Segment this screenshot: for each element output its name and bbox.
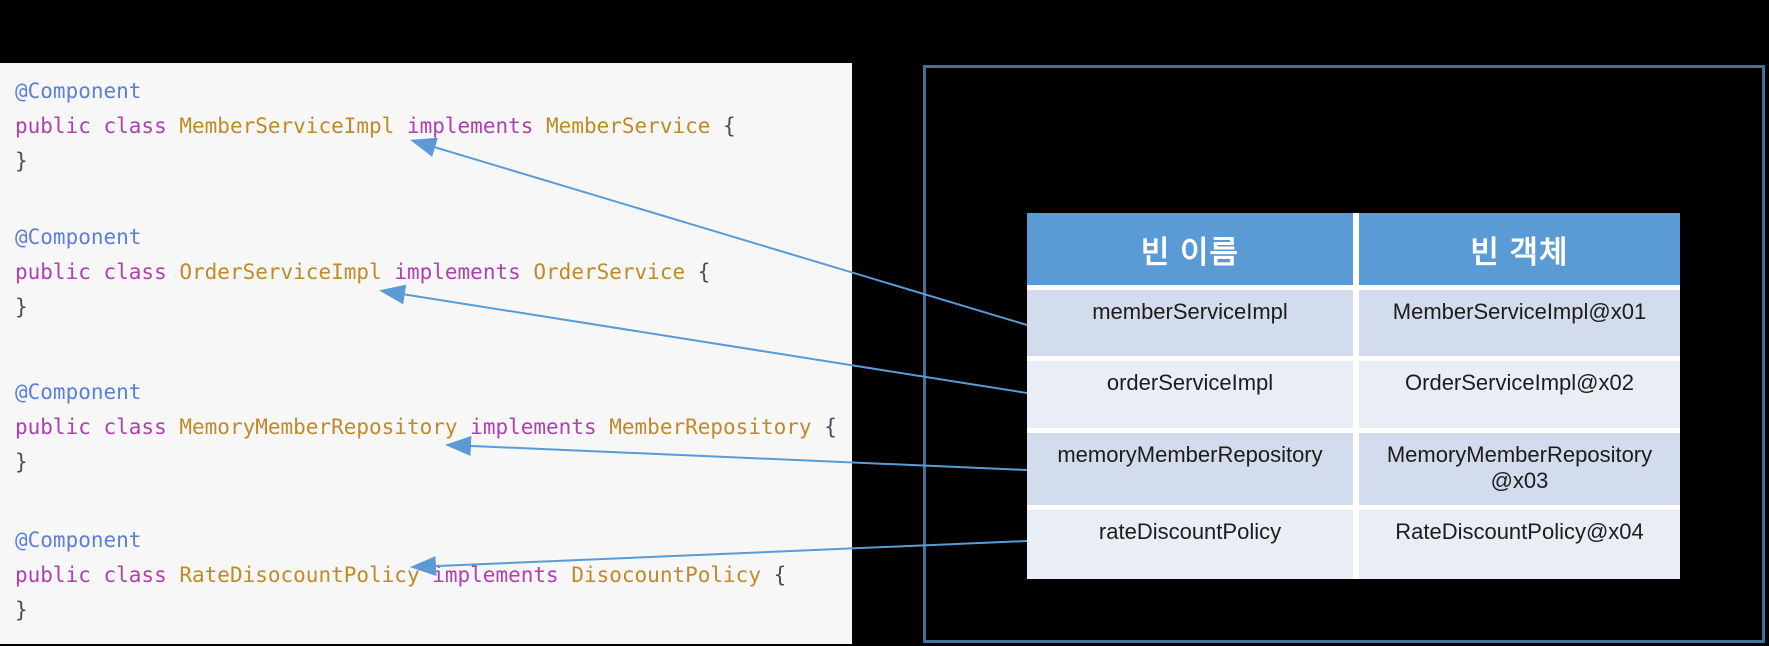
class-name: MemberServiceImpl (179, 114, 395, 138)
class-name: OrderServiceImpl (179, 260, 382, 284)
close-brace: } (15, 450, 28, 474)
keyword-public-class: public class (15, 415, 180, 439)
table-cell-bean-name: orderServiceImpl (1027, 361, 1353, 428)
open-brace: { (811, 415, 837, 439)
component-annotation: @Component (15, 380, 142, 404)
keyword-public-class: public class (15, 563, 180, 587)
close-brace: } (15, 598, 28, 622)
keyword-implements: implements (381, 260, 534, 284)
table-cell-bean-name: rateDiscountPolicy (1027, 510, 1353, 579)
code-block-rate-discount-policy: @Component public class RateDisocountPol… (0, 523, 852, 628)
table-header-bean-object: 빈 객체 (1359, 213, 1680, 285)
interface-name: MemberService (546, 114, 711, 138)
table-cell-bean-object: OrderServiceImpl@x02 (1359, 361, 1680, 428)
closing-brace-line: } (0, 445, 852, 480)
code-panel: @Component public class MemberServiceImp… (0, 63, 852, 644)
class-declaration-line: public class OrderServiceImpl implements… (0, 255, 852, 290)
closing-brace-line: } (0, 290, 852, 325)
interface-name: MemberRepository (609, 415, 812, 439)
code-block-memory-member-repository: @Component public class MemoryMemberRepo… (0, 375, 852, 480)
keyword-implements: implements (457, 415, 610, 439)
component-annotation: @Component (15, 79, 142, 103)
class-declaration-line: public class MemberServiceImpl implement… (0, 109, 852, 144)
table-cell-bean-name: memoryMemberRepository (1027, 433, 1353, 505)
class-name: MemoryMemberRepository (179, 415, 458, 439)
keyword-public-class: public class (15, 114, 180, 138)
keyword-public-class: public class (15, 260, 180, 284)
table-cell-bean-object: RateDiscountPolicy@x04 (1359, 510, 1680, 579)
component-annotation: @Component (15, 528, 142, 552)
close-brace: } (15, 149, 28, 173)
closing-brace-line: } (0, 593, 852, 628)
class-declaration-line: public class MemoryMemberRepository impl… (0, 410, 852, 445)
close-brace: } (15, 295, 28, 319)
class-name: RateDisocountPolicy (179, 563, 420, 587)
class-declaration-line: public class RateDisocountPolicy impleme… (0, 558, 852, 593)
annotation-line: @Component (0, 523, 852, 558)
table-cell-bean-object: MemoryMemberRepository @x03 (1359, 433, 1680, 505)
component-annotation: @Component (15, 225, 142, 249)
table-header-bean-name: 빈 이름 (1027, 213, 1353, 285)
closing-brace-line: } (0, 144, 852, 179)
table-cell-bean-name: memberServiceImpl (1027, 290, 1353, 356)
keyword-implements: implements (419, 563, 572, 587)
open-brace: { (710, 114, 736, 138)
annotation-line: @Component (0, 220, 852, 255)
table-cell-bean-object: MemberServiceImpl@x01 (1359, 290, 1680, 356)
interface-name: DisocountPolicy (571, 563, 761, 587)
code-block-order-service: @Component public class OrderServiceImpl… (0, 220, 852, 325)
open-brace: { (760, 563, 787, 587)
annotation-line: @Component (0, 375, 852, 410)
keyword-implements: implements (394, 114, 547, 138)
interface-name: OrderService (533, 260, 686, 284)
bean-table: 빈 이름 빈 객체 memberServiceImpl MemberServic… (1027, 213, 1680, 579)
code-block-member-service: @Component public class MemberServiceImp… (0, 74, 852, 179)
annotation-line: @Component (0, 74, 852, 109)
open-brace: { (685, 260, 711, 284)
